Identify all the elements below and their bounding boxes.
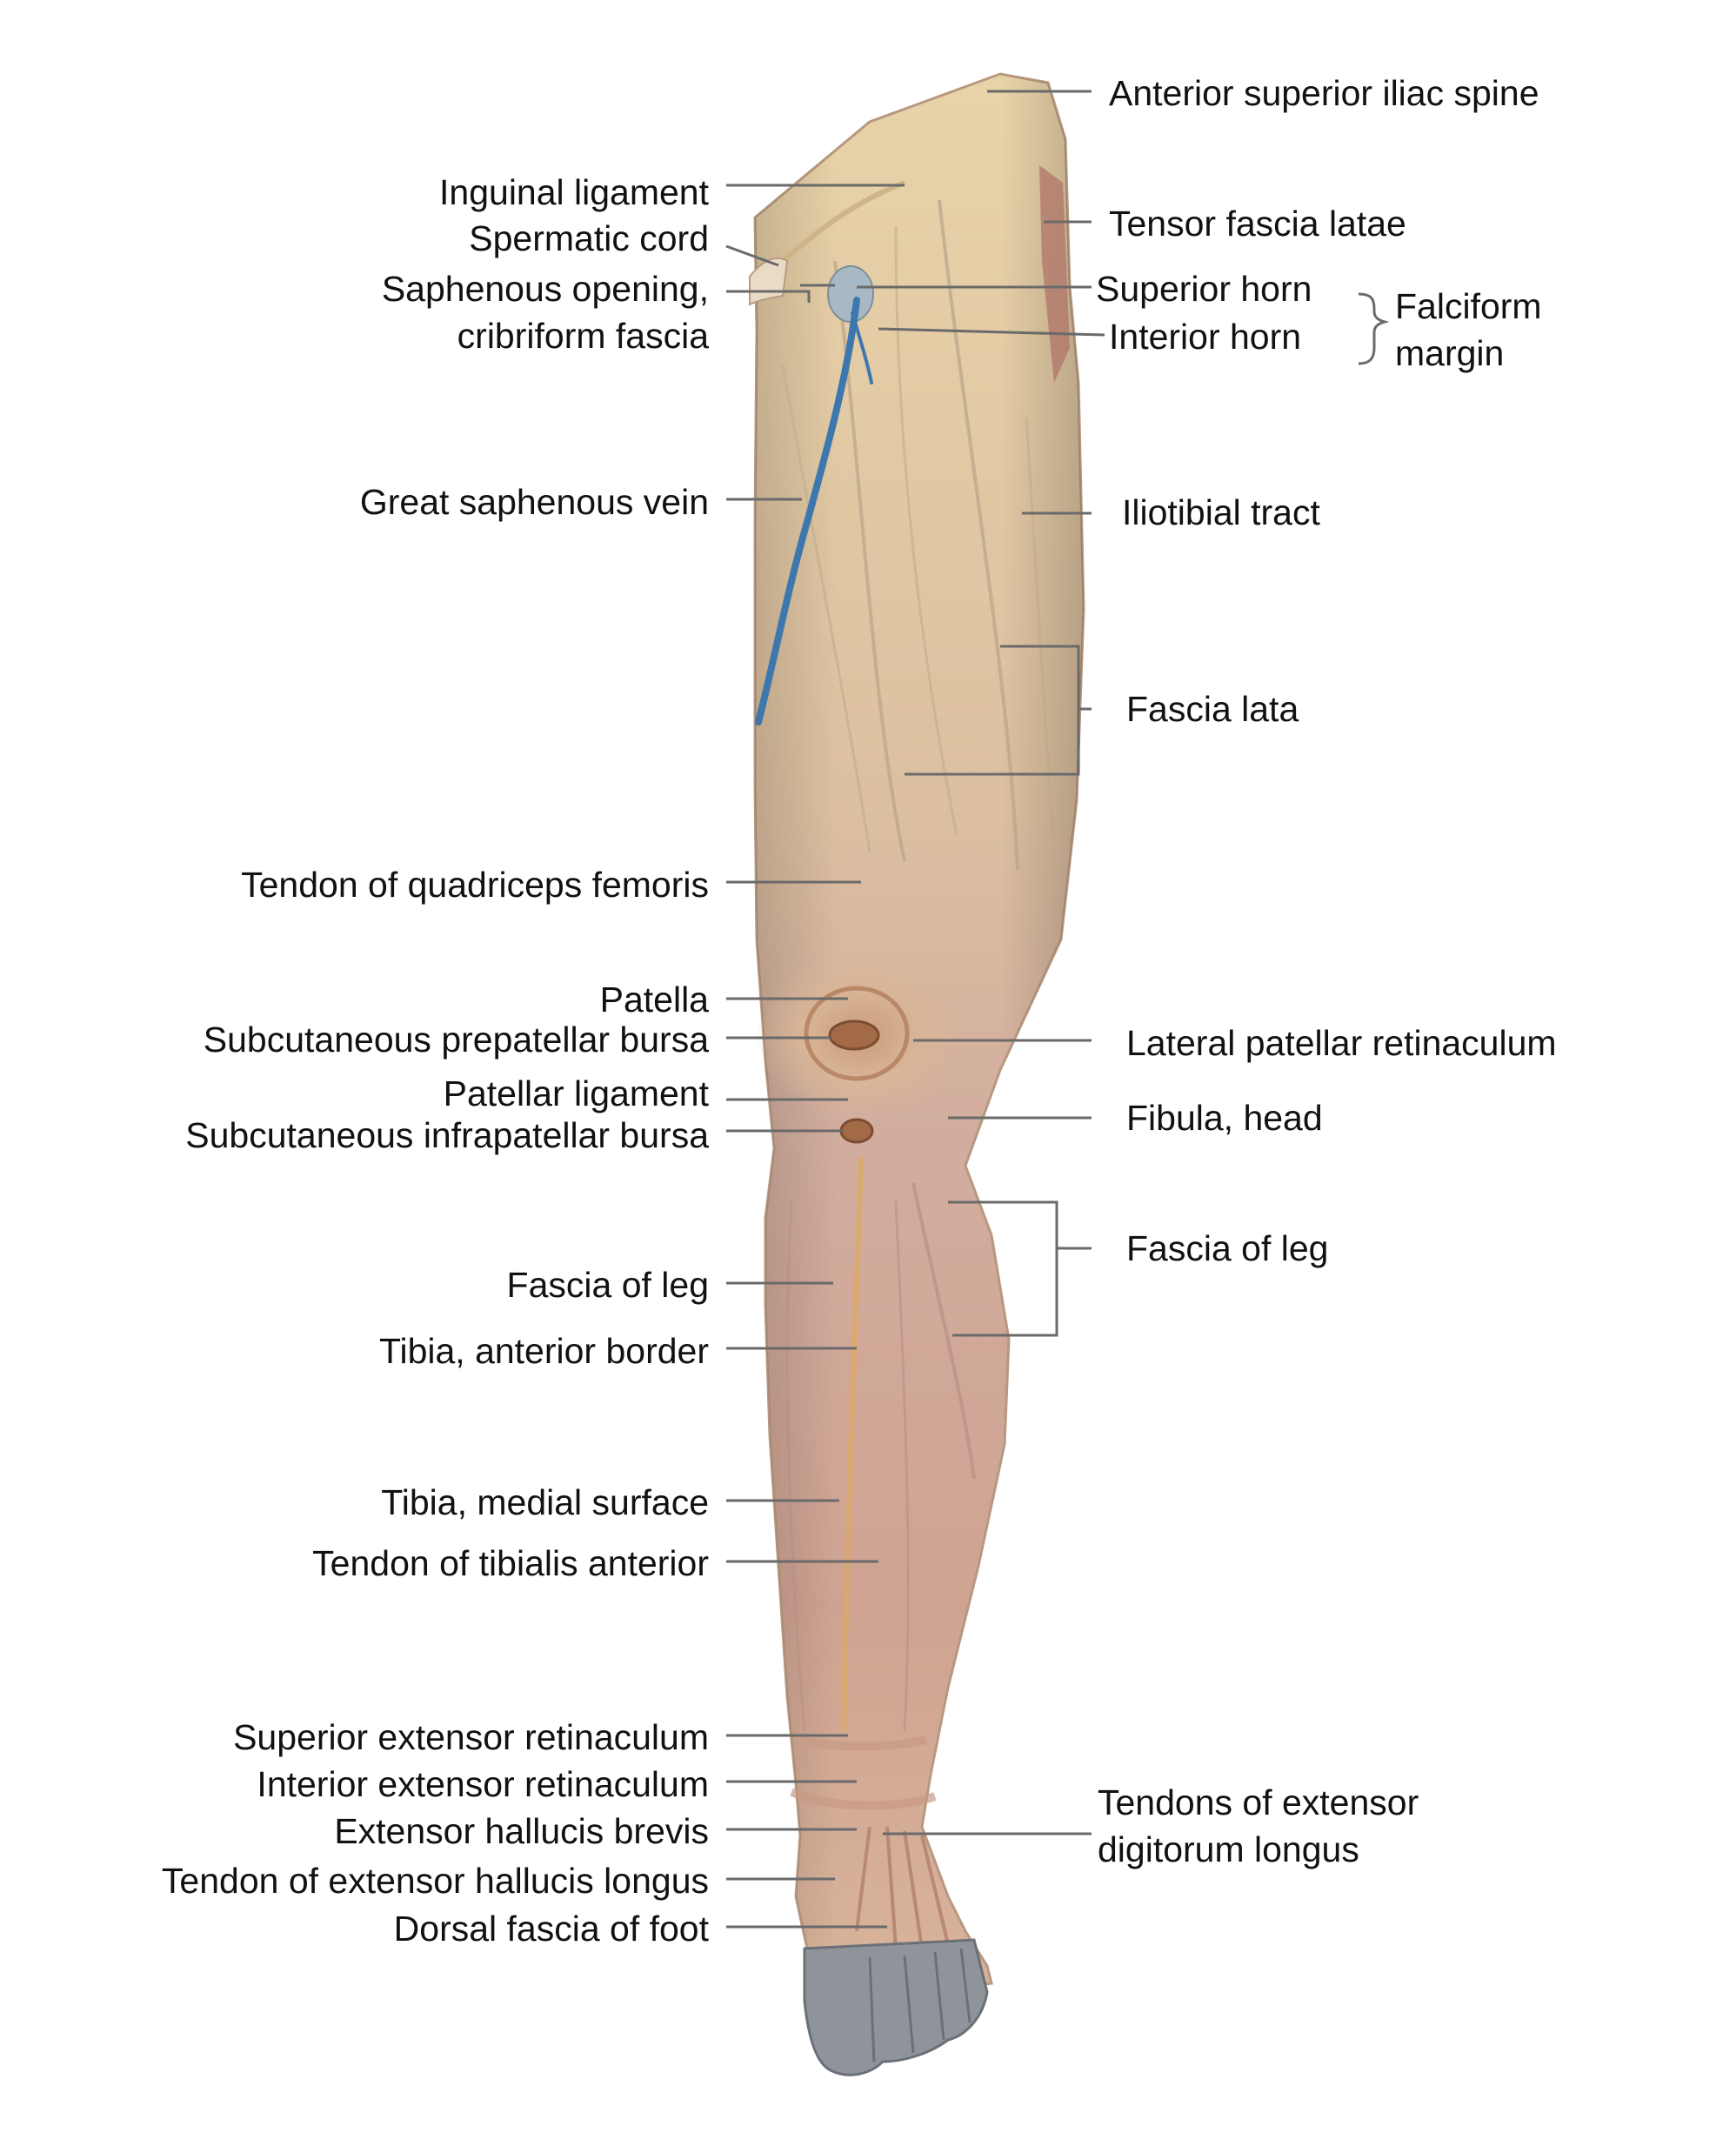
label-tendons-extensor-digitorum: Tendons of extensor digitorum longus: [1098, 1782, 1419, 1869]
label-fascia-of-leg-left: Fascia of leg: [506, 1265, 709, 1305]
label-tendon-extensor-hallucis-longus: Tendon of extensor hallucis longus: [161, 1861, 709, 1901]
infrapatellar-bursa-shape: [839, 1118, 874, 1144]
label-falciform-margin: Falciform margin: [1395, 286, 1542, 373]
label-fascia-lata: Fascia lata: [1126, 689, 1299, 729]
label-prepatellar-bursa: Subcutaneous prepatellar bursa: [203, 1020, 709, 1060]
label-fibula-head: Fibula, head: [1126, 1098, 1323, 1138]
label-patellar-ligament: Patellar ligament: [443, 1073, 709, 1113]
label-superior-extensor-retinaculum: Superior extensor retinaculum: [233, 1717, 709, 1757]
label-tibia-medial-surface: Tibia, medial surface: [381, 1482, 709, 1522]
tensor-fascia-latae-shape: [1039, 165, 1070, 383]
prepatellar-bursa-shape: [828, 1020, 880, 1051]
great-saphenous-vein: [755, 297, 860, 725]
leader-lines: [725, 184, 905, 1929]
label-fascia-of-leg-right: Fascia of leg: [1126, 1228, 1329, 1268]
label-iliotibial-tract: Iliotibial tract: [1122, 492, 1320, 532]
label-superior-horn: Superior horn: [1096, 269, 1312, 309]
label-tibia-anterior-border: Tibia, anterior border: [378, 1331, 709, 1371]
label-interior-extensor-retinaculum: Interior extensor retinaculum: [257, 1764, 709, 1804]
saphenous-opening-shape: [827, 265, 874, 323]
label-dorsal-fascia-foot: Dorsal fascia of foot: [393, 1909, 709, 1949]
label-interior-horn: Interior horn: [1109, 317, 1302, 357]
label-asis: Anterior superior iliac spine: [1109, 73, 1539, 113]
label-patella: Patella: [599, 980, 709, 1020]
label-infrapatellar-bursa: Subcutaneous infrapatellar bursa: [185, 1115, 709, 1155]
label-extensor-hallucis-brevis: Extensor hallucis brevis: [334, 1811, 709, 1851]
label-great-saphenous-vein: Great saphenous vein: [359, 482, 709, 522]
patella-shape: [804, 986, 910, 1081]
label-tendon-quadriceps: Tendon of quadriceps femoris: [241, 865, 709, 905]
toes: [803, 1938, 989, 2076]
spermatic-cord-shape: [749, 257, 789, 306]
label-saphenous-opening: Saphenous opening, cribriform fascia: [381, 269, 709, 356]
label-spermatic-cord: Spermatic cord: [469, 218, 709, 258]
tibia-anterior-border: [841, 1156, 864, 1732]
label-tensor-fascia-latae: Tensor fascia latae: [1109, 204, 1406, 244]
label-lateral-patellar-retinaculum: Lateral patellar retinaculum: [1126, 1023, 1557, 1063]
label-tendon-tibialis-anterior: Tendon of tibialis anterior: [312, 1543, 709, 1583]
label-inguinal-ligament: Inguinal ligament: [439, 172, 709, 212]
